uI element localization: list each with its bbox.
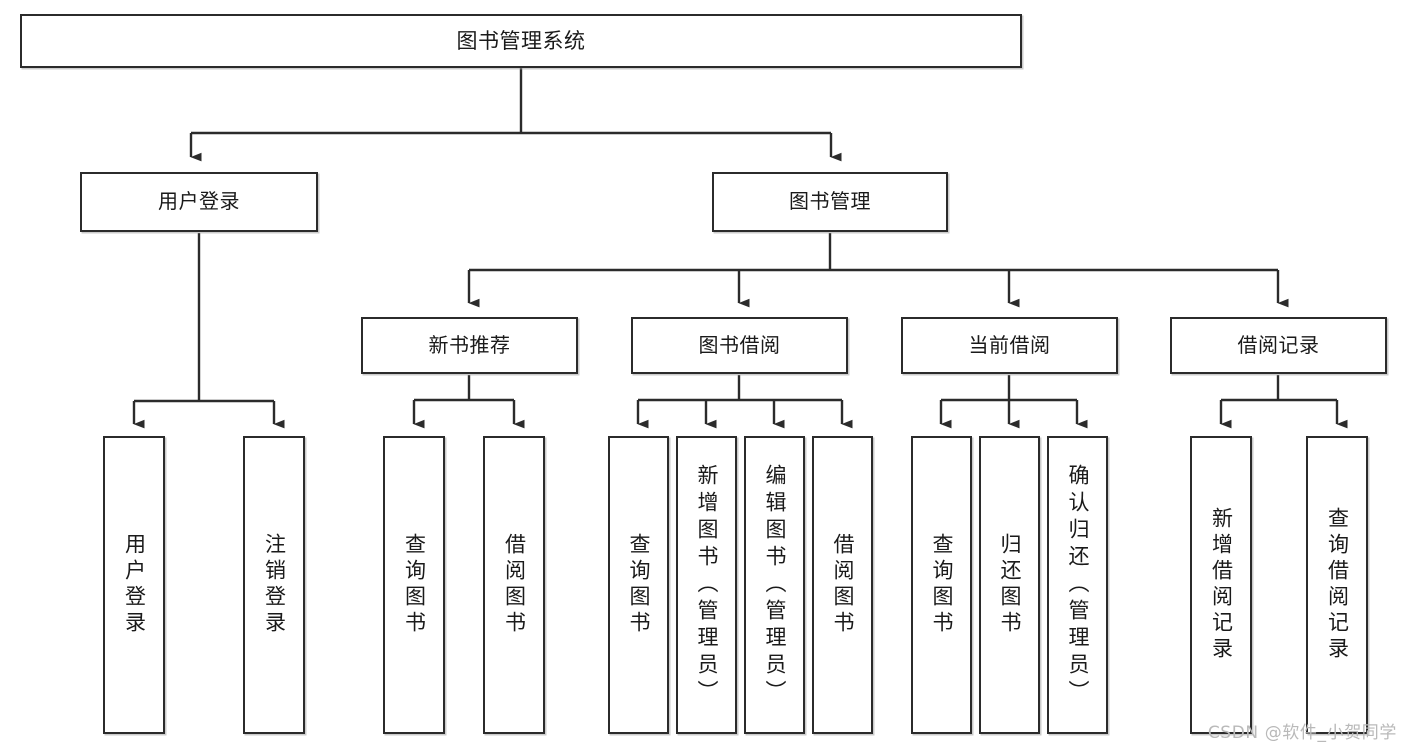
leaf-current-confirm-return-admin[interactable]: 确认归还（管理员） (1047, 436, 1108, 734)
node-label: 当前借阅 (968, 332, 1051, 357)
node-label: 借阅图书 (831, 533, 855, 637)
node-label: 查询图书 (627, 533, 651, 637)
leaf-current-query-book[interactable]: 查询图书 (911, 436, 972, 734)
leaf-user-login-login[interactable]: 用户登录 (103, 436, 165, 734)
node-label: 查询图书 (402, 533, 427, 637)
leaf-record-add-record[interactable]: 新增借阅记录 (1190, 436, 1252, 734)
leaf-record-query-record[interactable]: 查询借阅记录 (1306, 436, 1368, 734)
leaf-recommend-borrow-book[interactable]: 借阅图书 (483, 436, 545, 734)
node-label: 借阅记录 (1237, 332, 1320, 357)
node-label: 用户登录 (158, 189, 240, 214)
leaf-borrow-add-book-admin[interactable]: 新增图书（管理员） (676, 436, 737, 734)
node-current-borrow[interactable]: 当前借阅 (901, 317, 1118, 374)
node-root-system[interactable]: 图书管理系统 (20, 14, 1022, 68)
node-label: 新书推荐 (428, 332, 511, 357)
watermark-text: CSDN @软件_小贺同学 (1207, 723, 1397, 743)
node-label: 新增借阅记录 (1209, 507, 1234, 663)
node-label: 用户登录 (122, 533, 147, 637)
leaf-current-return-book[interactable]: 归还图书 (979, 436, 1040, 734)
leaf-borrow-query-book[interactable]: 查询图书 (608, 436, 669, 734)
node-book-management[interactable]: 图书管理 (712, 172, 948, 232)
node-label: 图书管理 (789, 189, 871, 214)
leaf-borrow-borrow-book[interactable]: 借阅图书 (812, 436, 873, 734)
node-book-borrow[interactable]: 图书借阅 (631, 317, 848, 374)
node-new-book-recommend[interactable]: 新书推荐 (361, 317, 578, 374)
node-label: 查询图书 (930, 533, 954, 637)
leaf-recommend-query-book[interactable]: 查询图书 (383, 436, 445, 734)
node-label: 借阅图书 (502, 533, 527, 637)
leaf-user-login-logout[interactable]: 注销登录 (243, 436, 305, 734)
node-label: 图书管理系统 (456, 28, 586, 53)
node-label: 图书借阅 (698, 332, 781, 357)
node-label: 编辑图书（管理员） (763, 463, 787, 707)
node-label: 确认归还（管理员） (1066, 463, 1090, 707)
node-label: 查询借阅记录 (1325, 507, 1350, 663)
node-label: 归还图书 (998, 533, 1022, 637)
node-user-login[interactable]: 用户登录 (80, 172, 318, 232)
node-label: 注销登录 (262, 533, 287, 637)
leaf-borrow-edit-book-admin[interactable]: 编辑图书（管理员） (744, 436, 805, 734)
node-label: 新增图书（管理员） (695, 463, 719, 707)
node-borrow-record[interactable]: 借阅记录 (1170, 317, 1387, 374)
